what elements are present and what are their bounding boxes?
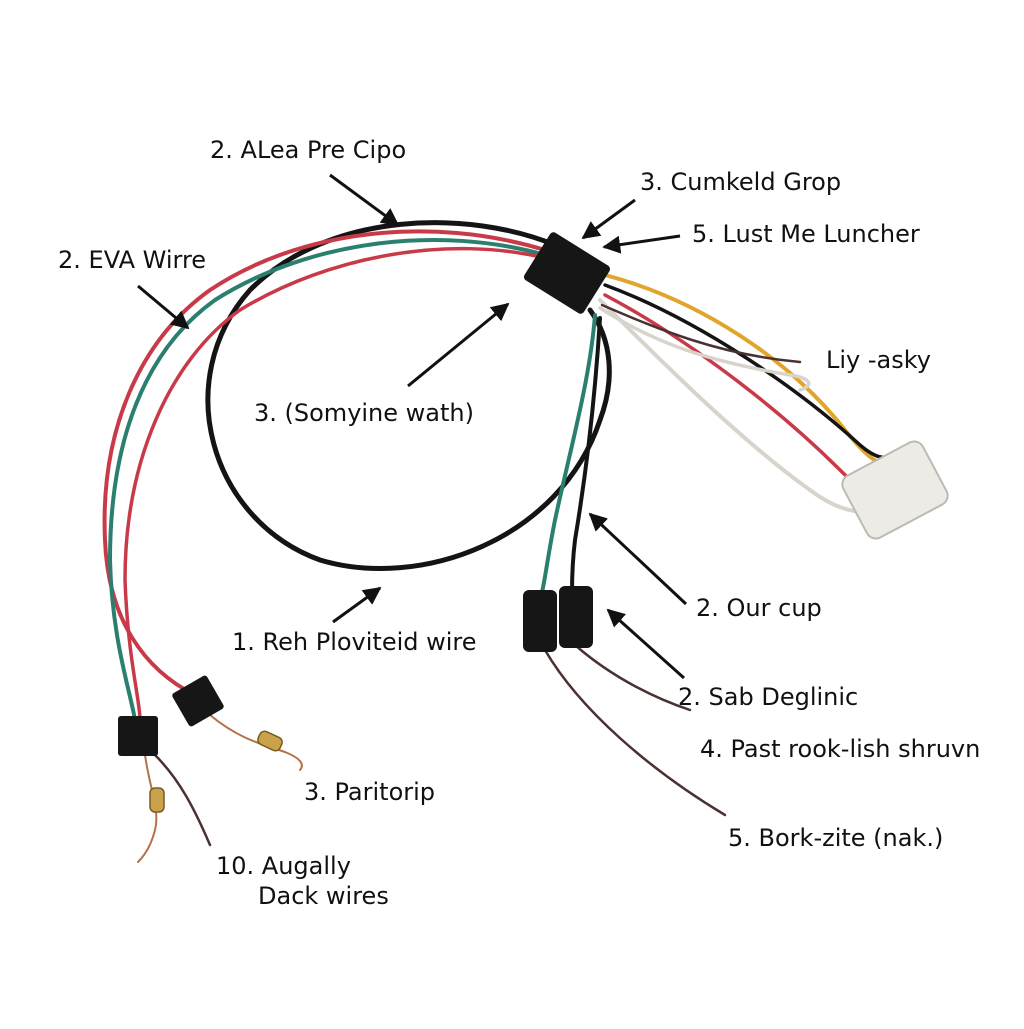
wire-bundle [102, 220, 897, 863]
label-our-cup: 2. Our cup [696, 594, 822, 622]
arrow-icon [606, 608, 686, 680]
label-somyine-wath: 3. (Somyine wath) [254, 399, 474, 427]
arrow-icon [407, 302, 510, 388]
dark-lead [153, 753, 212, 847]
arrow-icon [581, 198, 636, 240]
label-bork-zite-nak: 5. Bork-zite (nak.) [728, 824, 943, 852]
connectors [118, 232, 949, 813]
white-wire-right-2 [598, 306, 811, 392]
arrows [137, 173, 688, 680]
black-connector-icon [523, 232, 611, 314]
yellow-wire [603, 273, 887, 467]
red-wire-2 [123, 246, 547, 722]
label-paritorip: 3. Paritorip [304, 778, 435, 806]
copper-lead-2 [137, 754, 158, 863]
red-wire [102, 229, 547, 697]
green-wire [107, 238, 547, 722]
heat-shrink-sleeve-icon [559, 586, 593, 648]
label-sab-deglinic: 2. Sab Deglinic [678, 683, 858, 711]
arrow-icon [137, 284, 190, 330]
black-connector-icon [172, 675, 224, 727]
black-wire-down [570, 316, 602, 594]
heat-shrink-sleeve-icon [523, 590, 557, 652]
green-wire-down [540, 313, 597, 594]
label-line: 10. Augally [216, 852, 351, 880]
black-wire-right [603, 283, 897, 460]
label-lust-me-luncher: 5. Lust Me Luncher [692, 220, 920, 248]
white-wire-right [598, 298, 862, 514]
arrow-icon [332, 586, 382, 624]
arrow-icon [602, 234, 681, 254]
resistor-icon [257, 730, 283, 752]
brown-wire-right [600, 303, 802, 364]
red-wire-right [603, 293, 872, 494]
arrow-icon [588, 512, 688, 606]
label-past-rook-lish-shruvn: 4. Past rook-lish shruvn [700, 735, 980, 763]
label-eva-wirre: 2. EVA Wirre [58, 246, 206, 274]
label-liy-asky: Liy -asky [826, 346, 931, 374]
label-reh-ploviteid-wire: 1. Reh Ploviteid wire [232, 628, 477, 656]
black-connector-icon [118, 716, 158, 756]
brown-tail-1 [543, 648, 727, 817]
label-line: Dack wires [258, 882, 389, 910]
arrow-icon [329, 173, 400, 227]
labels: 2. ALea Pre Cipo 3. Cumkeld Grop 5. Lust… [58, 136, 980, 910]
label-cumkeld-grop: 3. Cumkeld Grop [640, 168, 841, 196]
white-connector-icon [841, 440, 949, 540]
resistor-icon [149, 787, 165, 813]
black-loop-wire [205, 220, 612, 571]
label-alea-pre-cipo: 2. ALea Pre Cipo [210, 136, 406, 164]
brown-tail-2 [573, 643, 692, 712]
copper-lead-1 [209, 714, 303, 771]
